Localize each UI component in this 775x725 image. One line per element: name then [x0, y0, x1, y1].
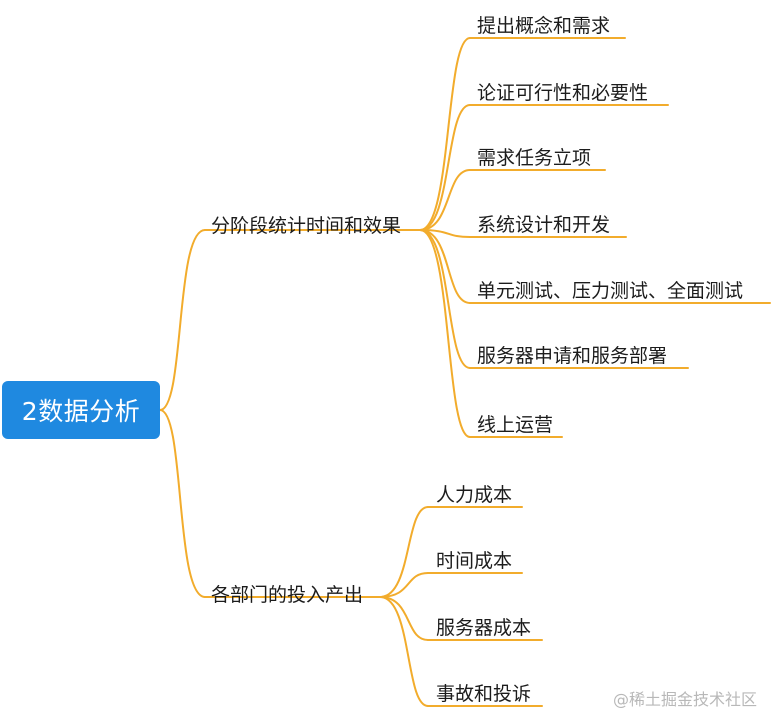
- root-node-label: 2数据分析: [21, 397, 141, 426]
- connector-branch-2-child-4: [379, 596, 429, 707]
- connector-branch-1-child-7: [419, 229, 471, 438]
- leaf-node[interactable]: 服务器成本: [436, 617, 532, 639]
- connector-branch-1-child-3: [419, 169, 471, 231]
- root-node[interactable]: 2数据分析: [2, 381, 160, 439]
- connector-root-branch-2: [159, 409, 206, 598]
- connector-branch-1-child-5: [419, 229, 471, 304]
- branch-node-dept-io[interactable]: 各部门的投入产出: [211, 584, 364, 606]
- connector-branch-2-child-3: [379, 596, 429, 641]
- leaf-node[interactable]: 单元测试、压力测试、全面测试: [477, 280, 744, 302]
- leaf-node[interactable]: 服务器申请和服务部署: [477, 345, 668, 367]
- leaf-node[interactable]: 时间成本: [436, 550, 513, 572]
- connector-branch-2-child-2: [379, 572, 429, 598]
- leaf-node[interactable]: 需求任务立项: [477, 147, 592, 169]
- leaf-node[interactable]: 提出概念和需求: [477, 15, 611, 37]
- leaf-node[interactable]: 事故和投诉: [436, 683, 532, 705]
- watermark: @稀土掘金技术社区: [612, 690, 757, 709]
- leaf-node[interactable]: 论证可行性和必要性: [477, 82, 649, 104]
- connector-branch-1-child-4: [419, 229, 471, 238]
- leaf-node[interactable]: 系统设计和开发: [477, 214, 611, 236]
- connector-root-branch-1: [159, 229, 206, 411]
- connector-branch-1-child-2: [419, 104, 471, 231]
- leaf-node[interactable]: 线上运营: [477, 414, 554, 436]
- leaf-node[interactable]: 人力成本: [436, 484, 513, 506]
- branch-node-stage-stats[interactable]: 分阶段统计时间和效果: [211, 215, 402, 237]
- connector-branch-1-child-1: [419, 37, 471, 231]
- connector-branch-2-child-1: [379, 506, 429, 598]
- connector-branch-1-child-6: [419, 229, 471, 369]
